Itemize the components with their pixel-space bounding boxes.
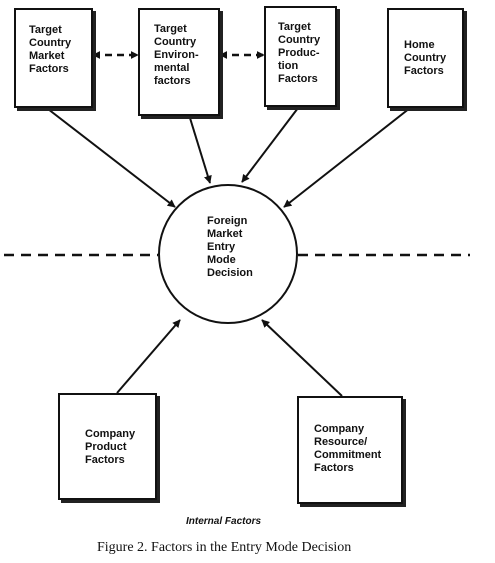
box-line: Resource/ (314, 436, 368, 448)
box-line: Produc- (278, 47, 320, 59)
decision-line: Market (207, 228, 243, 240)
arrow-product-to-decision (116, 319, 181, 394)
home-country-factors-box: Home Country Factors (387, 8, 464, 108)
box-line: Product (85, 441, 127, 453)
target-country-production-factors-box: Target Country Produc- tion Factors (264, 6, 337, 107)
box-line: factors (154, 75, 191, 87)
box-line: Country (278, 34, 321, 46)
target-country-environmental-factors-box: Target Country Environ- mental factors (138, 8, 220, 116)
box-line: tion (278, 60, 299, 72)
box-line: Market (29, 50, 65, 62)
internal-factors-label: Internal Factors (186, 516, 262, 527)
box-line: Factors (404, 65, 444, 77)
figure-caption: Figure 2. Factors in the Entry Mode Deci… (97, 540, 352, 555)
arrow-production-to-decision (241, 107, 299, 183)
box-line: Home (404, 39, 435, 51)
decision-circle (158, 184, 298, 324)
arrow-home-to-decision (283, 107, 411, 208)
decision-line: Foreign (207, 215, 248, 227)
box-line: Target (29, 24, 62, 36)
target-country-market-factors-box: Target Country Market Factors (14, 8, 93, 108)
box-line: Commitment (314, 449, 382, 461)
box-line: mental (154, 62, 190, 74)
arrow-environment-to-decision (189, 117, 212, 184)
company-product-factors-box: Company Product Factors (58, 393, 157, 500)
company-resource-commitment-factors-box: Company Resource/ Commitment Factors (297, 396, 403, 504)
box-line: Factors (85, 454, 125, 466)
box-line: Environ- (154, 49, 199, 61)
box-line: Factors (29, 63, 69, 75)
box-line: Target (278, 21, 311, 33)
decision-line: Entry (207, 241, 236, 253)
box-line: Factors (314, 462, 354, 474)
box-line: Target (154, 23, 187, 35)
decision-label: Foreign Market Entry Mode Decision (207, 215, 253, 280)
box-line: Company (314, 423, 365, 435)
box-line: Factors (278, 73, 318, 85)
box-line: Country (29, 37, 72, 49)
box-line: Country (154, 36, 197, 48)
arrow-resource-to-decision (261, 319, 343, 397)
box-line: Company (85, 428, 136, 440)
arrow-market-to-decision (47, 108, 176, 208)
decision-line: Decision (207, 267, 253, 279)
decision-line: Mode (207, 254, 236, 266)
box-line: Country (404, 52, 447, 64)
